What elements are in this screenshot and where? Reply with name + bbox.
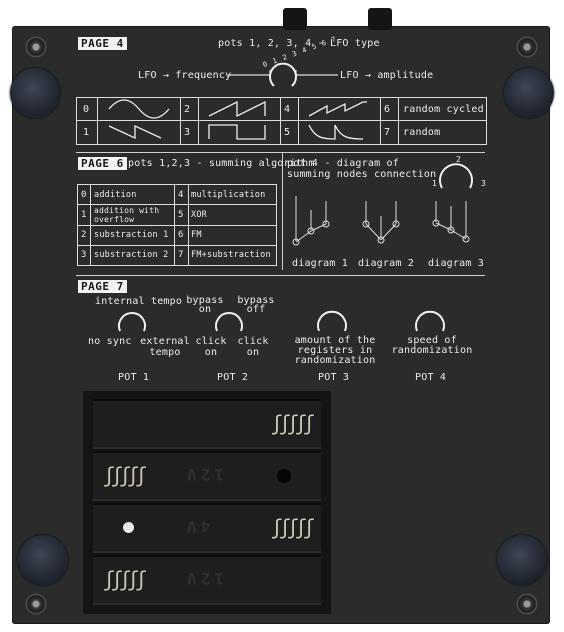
diagram-knob-digit-3: 3 <box>481 179 487 188</box>
battery-slot: ʃʃʃʃʃ 12V <box>93 451 321 501</box>
lfo-amplitude-label: LFO → amplitude <box>340 70 434 81</box>
pot3-knob-icon <box>317 310 347 332</box>
algo-label-fm: FM <box>191 230 202 240</box>
rubber-foot <box>504 68 554 118</box>
algo-label-substraction-2: substraction 2 <box>94 250 169 260</box>
spring-contact-icon: ʃʃʃʃʃ <box>270 411 315 435</box>
spring-contact-icon: ʃʃʃʃʃ <box>103 463 147 487</box>
algo-label-addition: addition <box>94 190 137 200</box>
algo-label-substraction-1: substraction 1 <box>94 230 169 240</box>
spring-contact-icon: ʃʃʃʃʃ <box>270 515 315 539</box>
algo-label-xor: XOR <box>191 210 207 220</box>
pot2-right-top-label: bypass off <box>237 295 275 315</box>
page7-badge: PAGE 7 <box>78 280 127 293</box>
lfo-type-table: 0 2 4 6 random cycled 1 3 5 7 random <box>76 97 487 145</box>
page4-badge: PAGE 4 <box>78 37 127 50</box>
algo-label-fm-substraction: FM+substraction <box>191 250 271 260</box>
page6-title: pots 1,2,3 - summing algorithm <box>128 158 315 169</box>
diagram-1-label: diagram 1 <box>292 258 348 269</box>
screw-icon <box>516 36 538 58</box>
algo-label-addition-overflow: addition with overflow <box>94 206 160 224</box>
lfo-num-0: 0 <box>83 104 90 115</box>
battery-terminal <box>123 522 134 533</box>
algo-num-1: 1 <box>81 210 87 220</box>
lfo-num-5: 5 <box>284 127 291 138</box>
section-divider <box>76 152 485 153</box>
pot2-left-top-label: bypass on <box>186 295 224 315</box>
algo-num-4: 4 <box>178 190 184 200</box>
battery-terminal <box>277 469 291 483</box>
diagram-3-label: diagram 3 <box>428 258 484 269</box>
lfo-num-1: 1 <box>83 127 90 138</box>
sawtooth-up-icon <box>208 100 266 118</box>
lfo-num-7: 7 <box>384 127 391 138</box>
lfo-num-3: 3 <box>184 127 191 138</box>
algo-num-7: 7 <box>178 250 184 260</box>
pot3-label: amount of the registers in randomization <box>294 335 376 366</box>
screw-icon <box>25 36 47 58</box>
pot1-name: POT 1 <box>118 372 150 383</box>
diagram-knob-digit-2: 2 <box>456 155 462 164</box>
screw-icon <box>516 593 538 615</box>
algo-label-multiplication: multiplication <box>191 190 266 200</box>
pot4-knob-icon <box>415 310 445 332</box>
pot1-top-label: internal tempo <box>95 296 183 307</box>
lfo-knob-icon <box>228 62 338 87</box>
pot3-name: POT 3 <box>318 372 350 383</box>
battery-holder: ʃʃʃʃʃ ʃʃʃʃʃ 12V 4V ʃʃʃʃʃ ʃʃʃʃʃ 12V <box>83 391 331 614</box>
pot4-label: speed of randomization <box>391 335 473 356</box>
lfo-num-2: 2 <box>184 104 191 115</box>
algo-num-3: 3 <box>81 250 87 260</box>
pot1-right-label: external tempo <box>140 336 190 358</box>
spring-contact-icon: ʃʃʃʃʃ <box>103 567 147 591</box>
rubber-foot <box>18 535 68 585</box>
diagram-knob-digit-1: 1 <box>432 179 438 188</box>
algo-num-2: 2 <box>81 230 87 240</box>
diagram-knob-icon <box>439 163 473 189</box>
page4-title: pots 1, 2, 3, 4 - LFO type <box>218 38 380 49</box>
rubber-foot <box>497 535 547 585</box>
algo-num-5: 5 <box>178 210 184 220</box>
diagram-2-label: diagram 2 <box>358 258 414 269</box>
algo-num-0: 0 <box>81 190 87 200</box>
lfo-frequency-label: LFO → frequency <box>138 70 232 81</box>
pot1-left-label: no sync <box>88 336 132 347</box>
pot4-name: POT 4 <box>415 372 447 383</box>
pot1-knob-icon <box>118 312 146 332</box>
screw-icon <box>25 593 47 615</box>
pot2-knob-icon <box>215 312 243 332</box>
algo-num-6: 6 <box>178 230 184 240</box>
diagram-title: pot 4 - diagram of summing nodes connect… <box>287 158 437 180</box>
battery-slot: 4V ʃʃʃʃʃ <box>93 503 321 553</box>
lfo-label-random: random <box>403 127 441 138</box>
audio-jack-right <box>368 8 392 30</box>
battery-voltage-label: 12V <box>183 569 224 588</box>
decay-wave-icon <box>308 124 364 140</box>
lfo-num-6: 6 <box>384 104 391 115</box>
rubber-foot <box>10 68 60 118</box>
battery-slot: ʃʃʃʃʃ 12V <box>93 555 321 605</box>
ramp-step-icon <box>308 101 367 117</box>
page6-badge: PAGE 6 <box>78 157 127 170</box>
pot2-name: POT 2 <box>217 372 249 383</box>
battery-slot: ʃʃʃʃʃ <box>93 399 321 449</box>
lfo-num-4: 4 <box>284 104 291 115</box>
summing-algorithm-table: 0 addition 4 multiplication 1 addition w… <box>77 184 277 266</box>
section-divider-vertical <box>282 152 283 270</box>
section-divider <box>76 275 485 276</box>
pot2-left-label: click on <box>195 336 227 358</box>
square-wave-icon <box>208 124 266 140</box>
summing-diagrams <box>292 196 470 246</box>
battery-voltage-label-alt: 4V <box>183 517 211 536</box>
sine-wave-icon <box>108 99 170 119</box>
battery-voltage-label: 12V <box>183 465 224 484</box>
sine-inverted-icon <box>108 124 162 140</box>
pot2-right-label: click on <box>237 336 269 358</box>
lfo-label-random-cycled: random cycled <box>403 104 484 115</box>
audio-jack-left <box>283 8 307 30</box>
